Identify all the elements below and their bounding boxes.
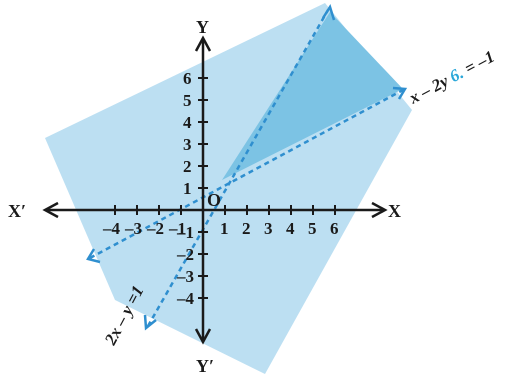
- x-tick-label: 4: [286, 219, 295, 238]
- y-tick-label: 4: [183, 113, 192, 132]
- y-axis-arrow-up: [194, 35, 212, 52]
- arrowhead-x-2y-upper: [392, 86, 408, 100]
- y-tick-label: 3: [183, 135, 192, 154]
- y-tick-label: 2: [183, 157, 192, 176]
- x-tick-label: 1: [220, 219, 229, 238]
- x-axis-arrow-left: [42, 201, 59, 219]
- equation-label-x-2y: x – 2y 6. = –1: [405, 47, 498, 108]
- x-tick-label: 5: [308, 219, 317, 238]
- origin-label: O: [207, 190, 221, 210]
- y-tick-label: –2: [176, 245, 194, 264]
- x-tick-label: –2: [146, 219, 164, 238]
- arrowhead-2x-y-lower: [143, 314, 157, 331]
- x-tick-label: 3: [264, 219, 273, 238]
- y-tick-label: 6: [183, 69, 192, 88]
- x-axis-arrow-right: [371, 201, 388, 219]
- y-axis-arrow-down: [194, 328, 212, 345]
- equation-label-x-2y-tail: = –1: [461, 47, 497, 78]
- y-tick-label: –1: [176, 223, 194, 242]
- x-axis-label: X: [388, 201, 401, 221]
- y-axis-label: Y: [196, 17, 209, 37]
- y-tick-label: 5: [183, 91, 192, 110]
- equation-label-x-2y-main: x – 2y: [405, 69, 455, 108]
- y-tick-label: –4: [176, 289, 195, 308]
- x-axis-neg-label: X′: [8, 201, 26, 221]
- x-tick-label: 2: [242, 219, 251, 238]
- x-tick-label: –4: [102, 219, 121, 238]
- arrowhead-2x-y-upper: [321, 4, 336, 21]
- x-tick-label: –1: [168, 219, 186, 238]
- arrowhead-x-2y-lower: [86, 248, 101, 264]
- y-tick-label: 1: [183, 179, 192, 198]
- y-tick-label: –3: [176, 267, 194, 286]
- x-tick-label: 6: [330, 219, 339, 238]
- feasible-region: [222, 12, 403, 180]
- x-tick-label: –3: [124, 219, 142, 238]
- svg-text:x – 2y 6. = –1: x – 2y 6. = –1: [405, 47, 498, 108]
- line-2x-y-boundary: [146, 9, 330, 327]
- y-axis-neg-label: Y′: [196, 356, 214, 375]
